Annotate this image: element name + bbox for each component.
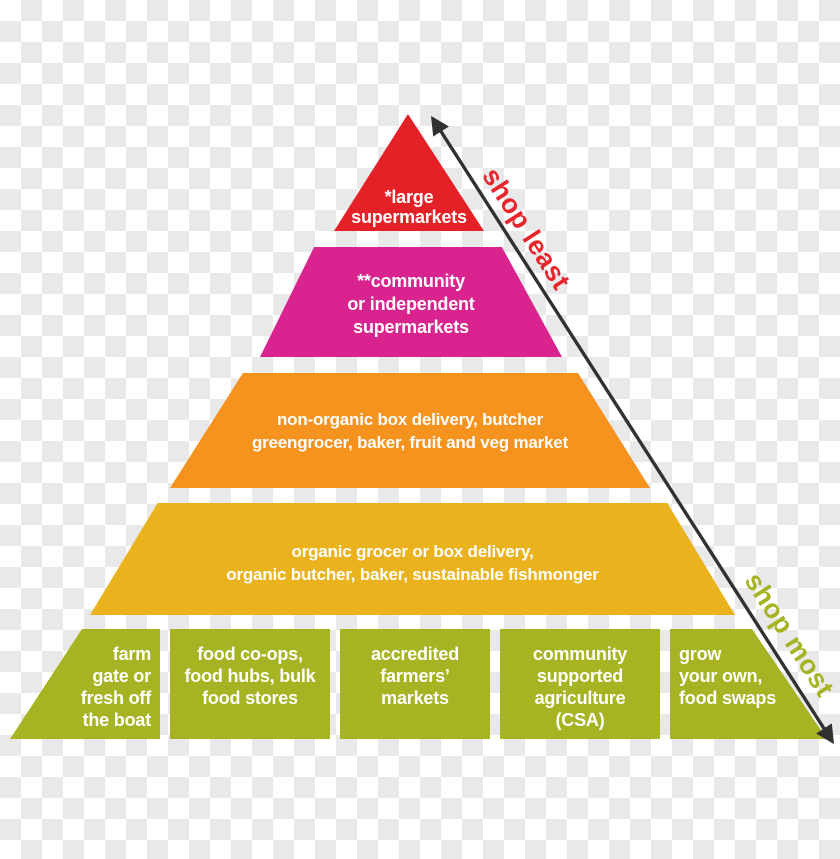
arrow-line — [430, 115, 835, 745]
base-box-farm-gate-label: farm gate or fresh off the boat — [80, 644, 151, 730]
base-box-food-coops: food co-ops, food hubs, bulk food stores — [170, 629, 330, 739]
base-box-food-coops-label: food co-ops, food hubs, bulk food stores — [184, 644, 316, 708]
